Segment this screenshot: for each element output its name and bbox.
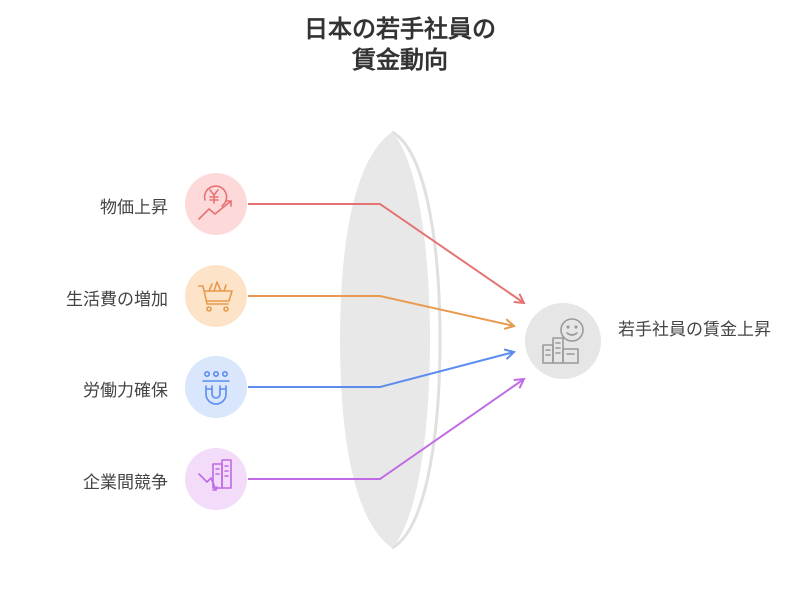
factor-label-living-cost: 生活費の増加	[66, 290, 168, 310]
smiley-buildings-icon	[542, 318, 584, 364]
building-trend-down-icon	[198, 459, 232, 491]
factor-label-competition: 企業間競争	[83, 473, 168, 493]
factor-node-living-cost	[185, 265, 247, 327]
title-line-2: 賃金動向	[352, 46, 448, 74]
factor-label-inflation: 物価上昇	[100, 198, 168, 218]
connector-competition	[248, 379, 524, 480]
connector-living-cost	[248, 295, 514, 326]
yen-trend-up-icon	[198, 185, 232, 220]
magnet-people-icon	[202, 370, 230, 405]
shopping-cart-icon	[198, 281, 233, 312]
connector-labor	[248, 352, 514, 388]
factor-node-labor	[185, 356, 247, 418]
factor-label-labor: 労働力確保	[83, 381, 168, 401]
lens-shape	[340, 130, 442, 550]
result-node	[525, 303, 601, 379]
factor-node-competition	[185, 448, 247, 510]
result-label: 若手社員の賃金上昇	[618, 320, 771, 340]
connector-inflation	[248, 203, 524, 303]
title-line-1: 日本の若手社員の	[304, 15, 496, 43]
factor-node-inflation	[185, 173, 247, 235]
diagram-title: 日本の若手社員の 賃金動向	[0, 14, 800, 76]
